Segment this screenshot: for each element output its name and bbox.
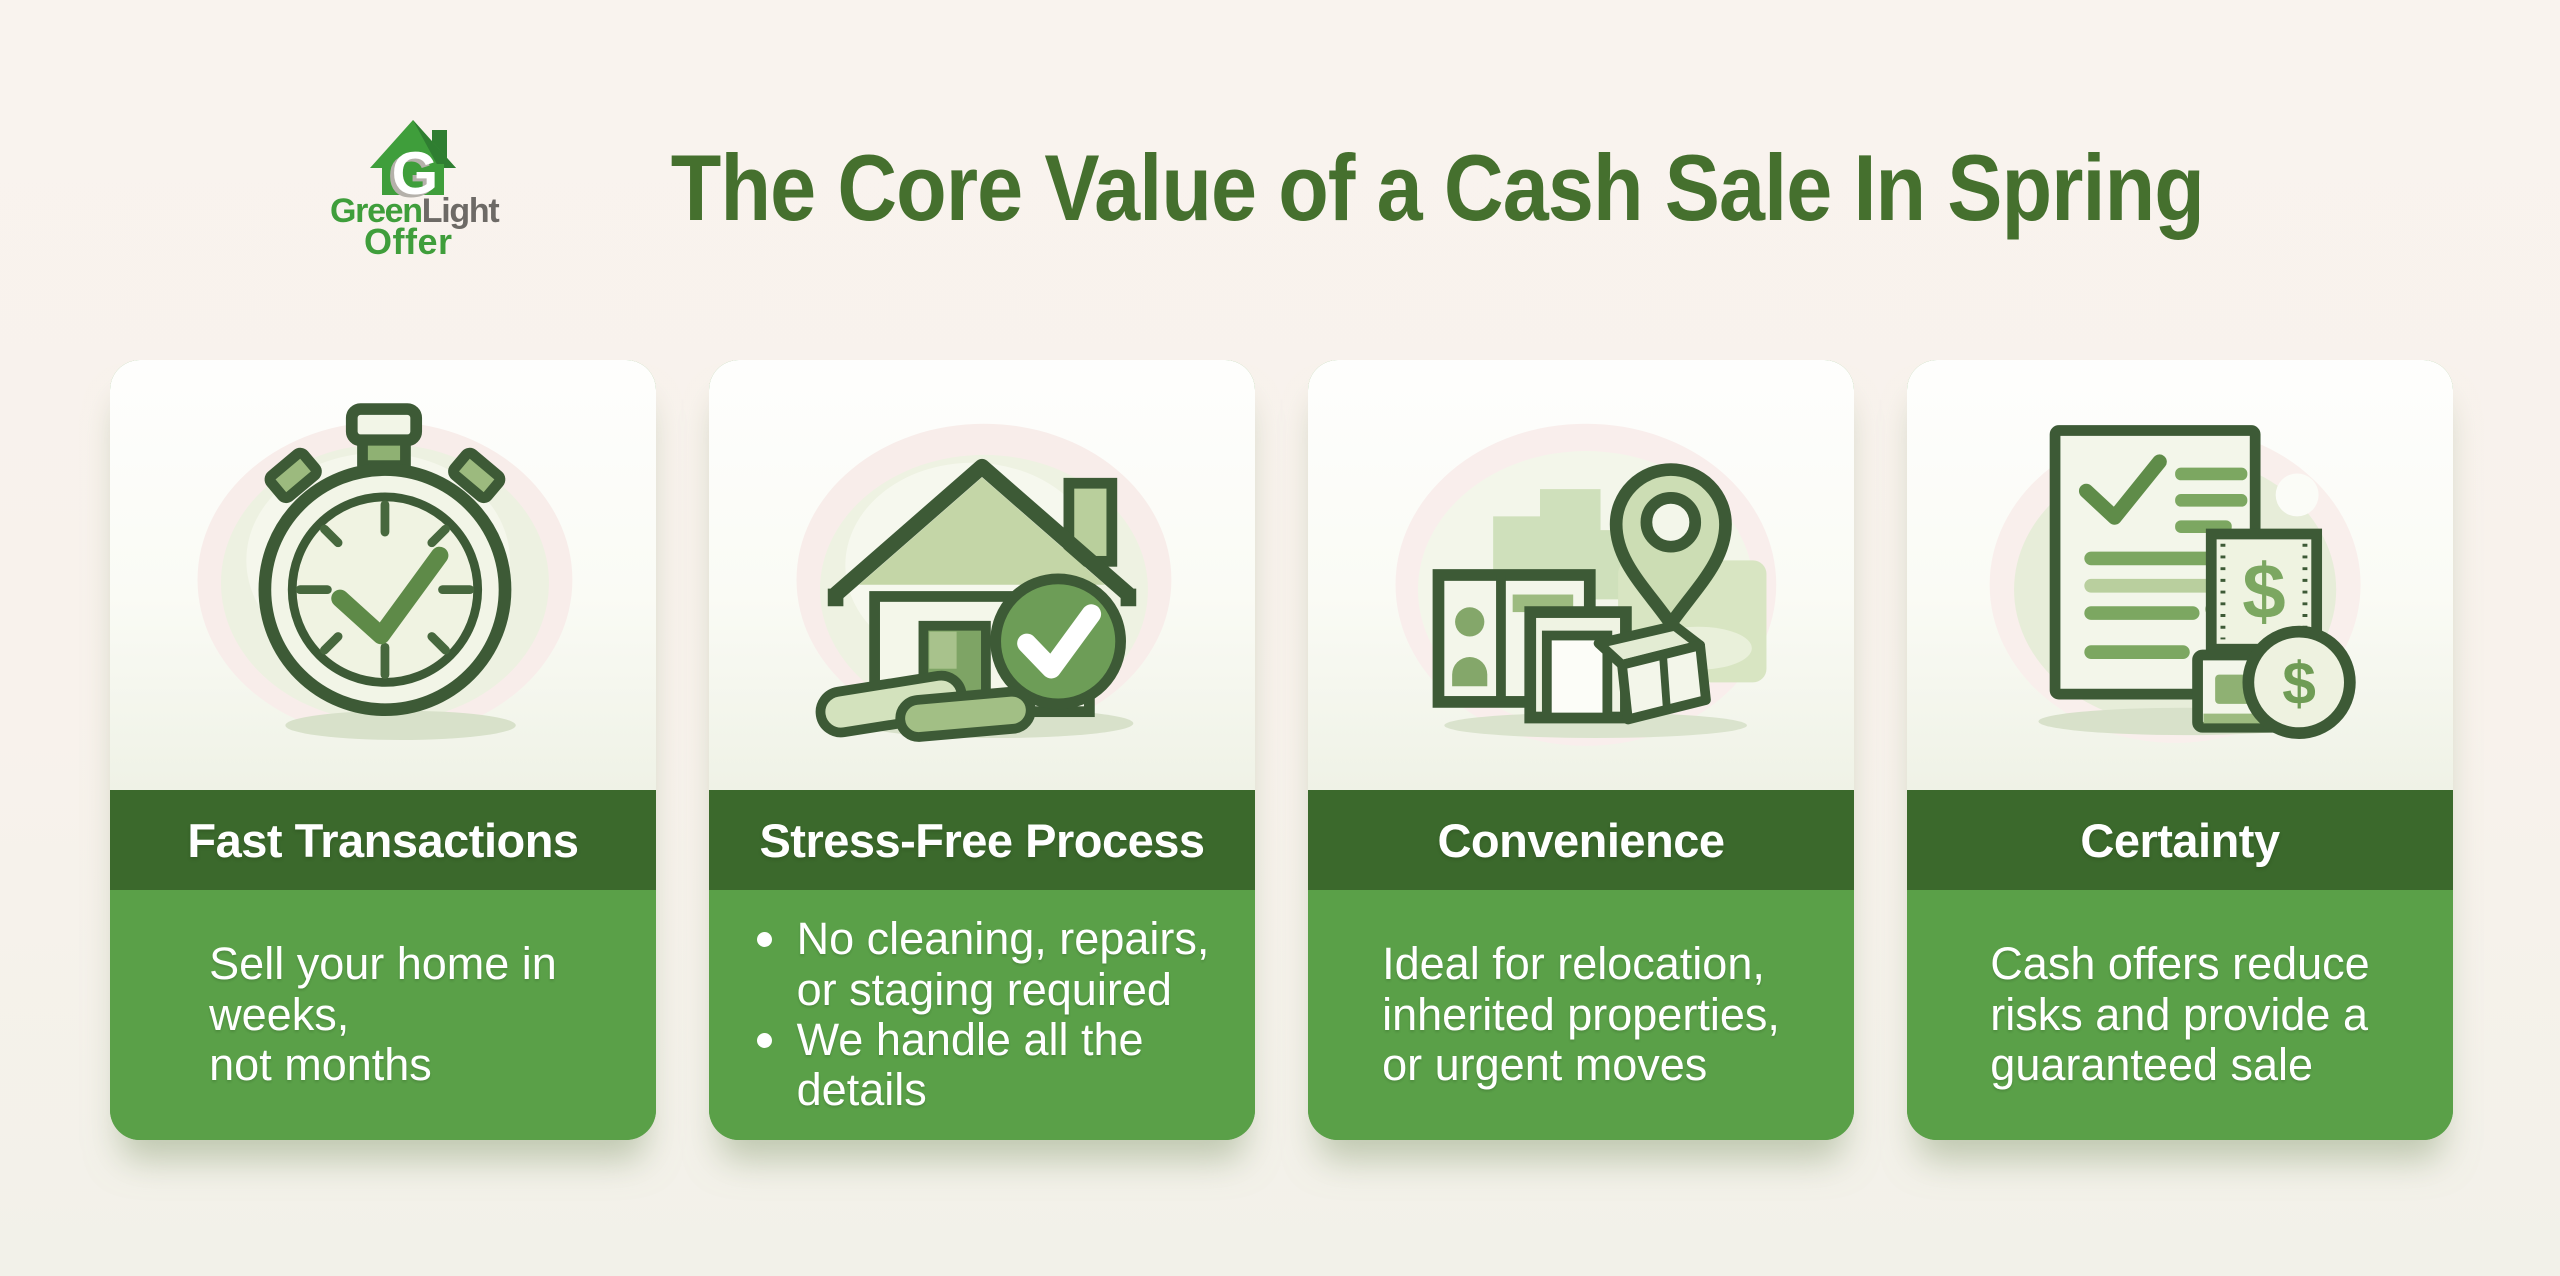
greenlight-offer-logo: G G GreenLight Offer xyxy=(328,92,603,267)
moving-boxes-map-pin-icon xyxy=(1376,375,1786,775)
card-description: Ideal for relocation, inherited properti… xyxy=(1382,938,1780,1091)
value-card: Fast Transactions Sell your home in week… xyxy=(110,360,656,1140)
card-illustration xyxy=(110,360,656,790)
bullet-item: No cleaning, repairs, or staging require… xyxy=(755,914,1209,1015)
card-body: Ideal for relocation, inherited properti… xyxy=(1308,890,1854,1140)
cards-row: Fast Transactions Sell your home in week… xyxy=(110,360,2453,1140)
logo-house-icon: G G GreenLight Offer xyxy=(330,120,501,262)
house-check-icon xyxy=(777,375,1187,775)
card-description: Sell your home in weeks, not months xyxy=(209,938,557,1091)
card-title: Stress-Free Process xyxy=(709,790,1255,890)
card-body: Cash offers reduce risks and provide a g… xyxy=(1907,890,2453,1140)
card-illustration xyxy=(1308,360,1854,790)
page-title: The Core Value of a Cash Sale In Spring xyxy=(670,135,2205,240)
svg-text:$: $ xyxy=(2282,649,2316,717)
card-title: Convenience xyxy=(1308,790,1854,890)
logo-word-offer: Offer xyxy=(364,221,453,262)
card-illustration xyxy=(709,360,1255,790)
logo-monogram-shadow: G xyxy=(388,143,435,210)
card-description: Cash offers reduce risks and provide a g… xyxy=(1990,938,2370,1091)
card-illustration: $ $ xyxy=(1907,360,2453,790)
bullet-item: We handle all the details xyxy=(755,1014,1210,1116)
logo-roof-shade xyxy=(413,120,456,168)
logo-word-gray: Light xyxy=(422,192,500,230)
bullet-list: No cleaning, repairs, or staging require… xyxy=(755,914,1210,1116)
card-body: Sell your home in weeks, not months xyxy=(110,890,656,1140)
card-title: Fast Transactions xyxy=(110,790,656,890)
card-body: No cleaning, repairs, or staging require… xyxy=(709,890,1255,1140)
value-card: Convenience Ideal for relocation, inheri… xyxy=(1308,360,1854,1140)
logo-house-body xyxy=(382,164,444,195)
value-card: $ $ Certainty Cash offers reduce risks a… xyxy=(1907,360,2453,1140)
logo-wordmark: GreenLight xyxy=(330,192,499,230)
stopwatch-icon xyxy=(178,375,588,775)
logo-word-green: Green xyxy=(330,192,422,230)
card-title: Certainty xyxy=(1907,790,2453,890)
document-cash-icon: $ $ xyxy=(1975,375,2385,775)
svg-text:$: $ xyxy=(2242,547,2285,635)
logo-monogram: G xyxy=(392,140,439,207)
value-card: Stress-Free Process No cleaning, repairs… xyxy=(709,360,1255,1140)
